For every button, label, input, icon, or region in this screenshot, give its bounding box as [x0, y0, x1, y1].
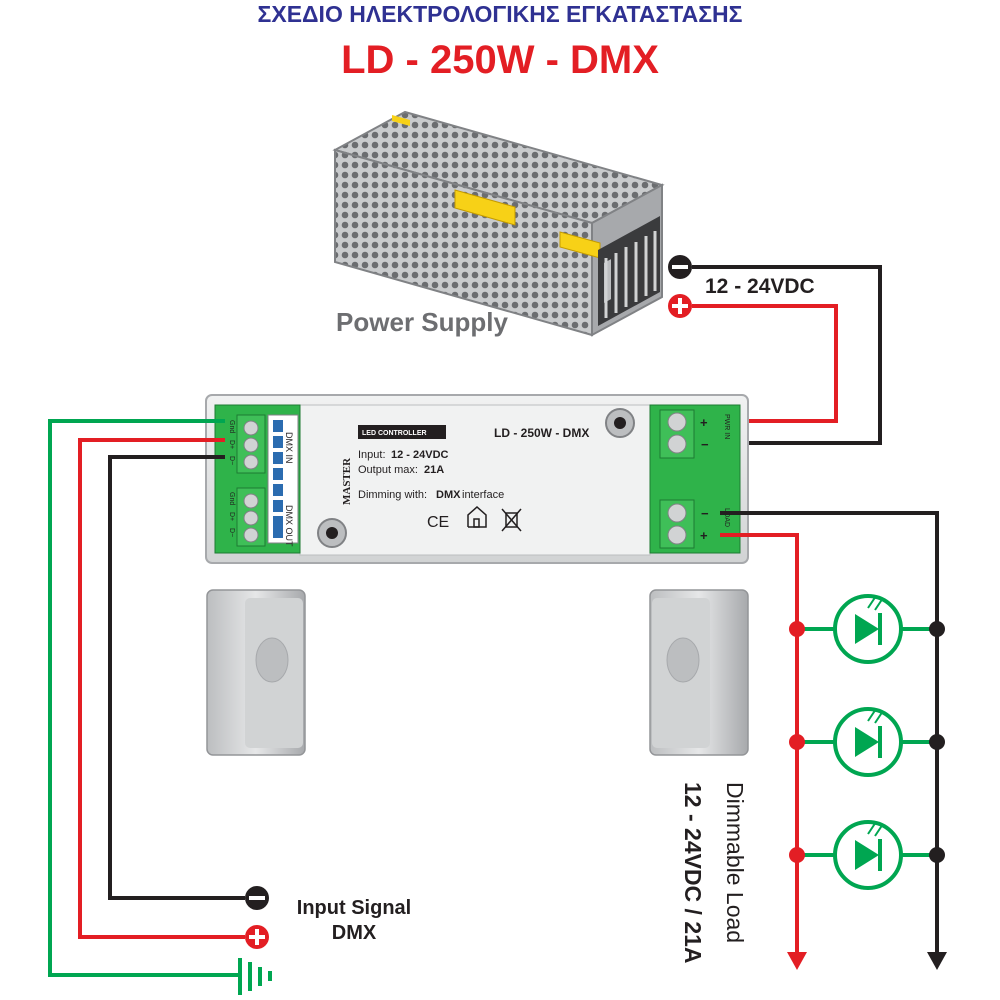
controller-brand: MASTER: [341, 457, 353, 505]
dmx-negative-terminal: [245, 886, 269, 910]
load-positive-wire: [720, 533, 799, 955]
led-icon: [833, 707, 903, 777]
dmx-out-label: DMX OUT: [284, 505, 294, 547]
dmx-in-pin-gnd: Gnd: [228, 420, 235, 433]
weee-bin-icon: [501, 508, 522, 532]
controller-output-value: 21A: [424, 464, 444, 476]
dmx-in-pin-dminus: D−: [228, 456, 235, 465]
load-negative-wire: [720, 511, 939, 955]
load-wires: [720, 511, 939, 955]
dmx-out-pin-dplus: D+: [228, 512, 235, 521]
controller-dimming-suffix: interface: [462, 489, 504, 501]
led-controller: [205, 394, 749, 564]
ground-icon: [238, 958, 272, 995]
diagram-subtitle: ΣΧΕΔΙΟ ΗΛΕΚΤΡΟΛΟΓΙΚΗΣ ΕΓΚΑΤΑΣΤΑΣΗΣ: [258, 1, 743, 27]
mounting-bracket-left: [206, 589, 306, 756]
led-icon: [833, 594, 903, 664]
pwr-terminal-label: PWR IN: [723, 414, 730, 439]
dmx-out-pin-gnd: Gnd: [228, 492, 235, 505]
controller-dimming-value: DMX: [436, 489, 461, 501]
controller-model: LD - 250W - DMX: [494, 426, 589, 440]
power-positive-terminal: [668, 294, 692, 318]
dmx-positive-terminal: [245, 925, 269, 949]
input-signal-label: Input Signal: [297, 897, 411, 919]
dmx-plus-wire: [78, 438, 245, 939]
mounting-bracket-right: [649, 589, 749, 756]
input-signal-dmx-label: DMX: [332, 922, 377, 944]
led-row-3: [789, 820, 945, 890]
load-label: Dimmable Load: [722, 782, 748, 943]
power-wires: [692, 265, 882, 445]
ce-mark: CE: [427, 514, 449, 531]
pwr-minus-mark: −: [701, 437, 709, 452]
dmx-gnd-wire: [48, 419, 240, 977]
controller-input-value: 12 - 24VDC: [391, 449, 449, 461]
pwr-plus-mark: +: [700, 415, 708, 430]
power-negative-terminal: [668, 255, 692, 279]
dmx-minus-wire: [108, 455, 245, 900]
indoor-use-icon: [467, 505, 487, 528]
diagram-title: LD - 250W - DMX: [341, 38, 659, 82]
load-negative-arrow: [927, 952, 947, 970]
load-terminal-label: LOAD: [723, 508, 730, 527]
power-positive-wire: [692, 304, 838, 423]
led-row-2: [789, 707, 945, 777]
controller-badge-bg: [358, 425, 446, 439]
supply-voltage-label: 12 - 24VDC: [705, 275, 815, 298]
load-rating-label: 12 - 24VDC / 21A: [680, 782, 706, 964]
controller-output-label: Output max:: [358, 464, 418, 476]
load-positive-arrow: [787, 952, 807, 970]
power-supply-label: Power Supply: [336, 307, 508, 337]
power-negative-wire: [692, 265, 882, 445]
controller-dimming-label: Dimming with:: [358, 489, 427, 501]
controller-input-label: Input:: [358, 449, 386, 461]
dmx-wires: [48, 419, 245, 977]
load-minus-mark: −: [701, 506, 709, 521]
led-row-1: [789, 594, 945, 664]
dmx-in-pin-dplus: D+: [228, 440, 235, 449]
dmx-in-label: DMX IN: [284, 432, 294, 464]
power-supply-image: [332, 110, 665, 337]
controller-badge: LED CONTROLLER: [362, 430, 427, 437]
led-icon: [833, 820, 903, 890]
dmx-out-pin-dminus: D−: [228, 528, 235, 537]
load-plus-mark: +: [700, 528, 708, 543]
